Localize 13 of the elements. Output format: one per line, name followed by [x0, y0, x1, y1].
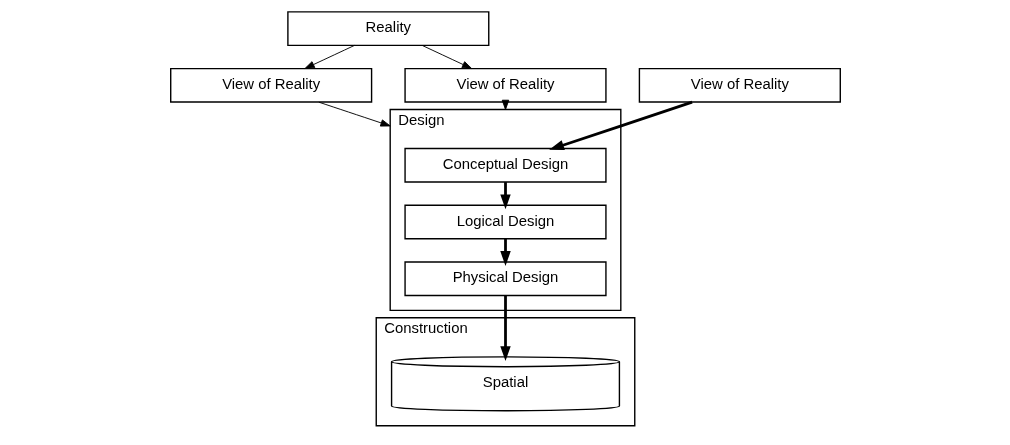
arrow — [499, 238, 511, 267]
arrow — [421, 44, 472, 70]
node-box: View of Reality — [638, 67, 841, 103]
arrow — [499, 295, 511, 362]
node-box: Physical Design — [403, 261, 607, 297]
arrow — [548, 100, 693, 151]
arrow — [304, 44, 355, 70]
node-box: Conceptual Design — [403, 147, 607, 183]
node-box: Logical Design — [403, 204, 607, 240]
node-box: Reality — [286, 11, 489, 47]
arrow — [499, 182, 511, 210]
node-box: View of Reality — [169, 67, 372, 103]
arrow — [317, 101, 391, 127]
